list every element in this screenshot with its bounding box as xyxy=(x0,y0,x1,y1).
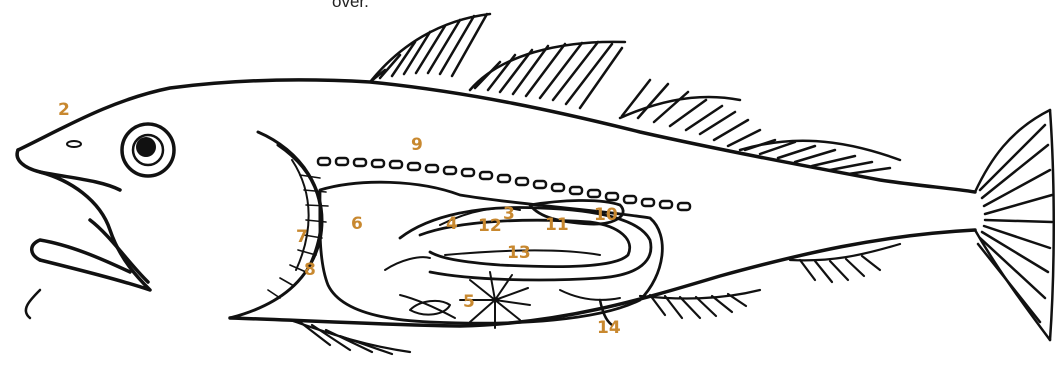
caption-fragment: over. xyxy=(332,0,369,10)
mouth xyxy=(26,172,150,318)
label-11: 11 xyxy=(545,217,569,234)
body-outline xyxy=(17,80,975,326)
label-12: 12 xyxy=(478,218,502,235)
eye xyxy=(122,124,174,176)
label-8: 8 xyxy=(304,262,316,279)
label-4: 4 xyxy=(446,216,458,233)
label-2: 2 xyxy=(58,102,70,119)
nostril xyxy=(67,141,81,147)
label-3: 3 xyxy=(503,206,515,223)
label-6: 6 xyxy=(351,216,363,233)
tail-fin xyxy=(975,110,1054,340)
dorsal-fins xyxy=(370,14,900,174)
label-9: 9 xyxy=(411,137,423,154)
label-13: 13 xyxy=(507,245,531,262)
back-line xyxy=(18,80,975,192)
label-10: 10 xyxy=(594,207,618,224)
intestine-lower xyxy=(560,290,620,300)
gill-cover xyxy=(230,132,328,318)
label-14: 14 xyxy=(597,320,621,337)
label-7: 7 xyxy=(296,229,308,246)
label-5: 5 xyxy=(463,294,475,311)
